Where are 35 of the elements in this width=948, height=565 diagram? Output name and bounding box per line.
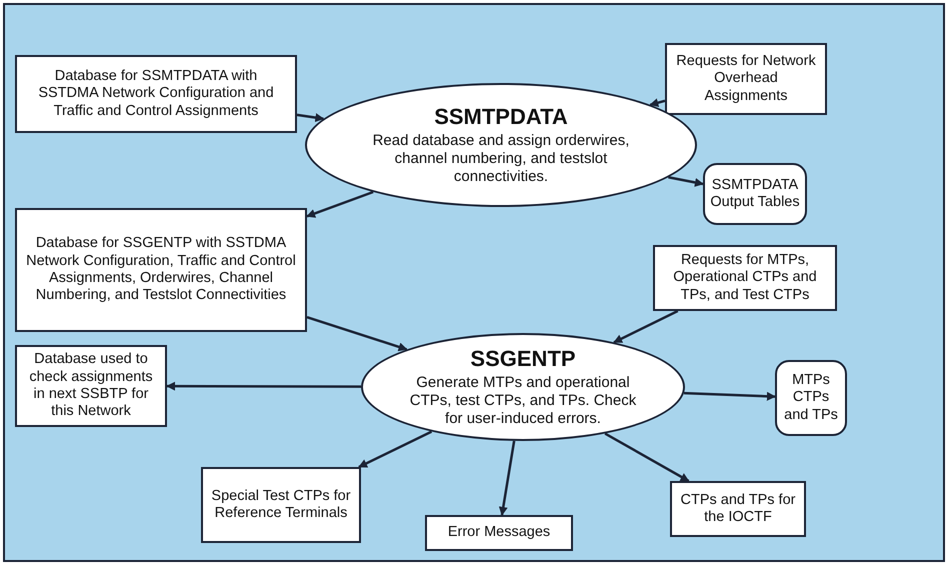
arrow: [649, 98, 666, 108]
data-box: [425, 515, 573, 551]
output-box: [775, 360, 847, 436]
box-text: Requests for MTPs, Operational CTPs and TPs, and Test CTPs: [672, 252, 818, 304]
arrow: [684, 392, 776, 401]
box-text: SSMTPDATA Output Tables: [709, 176, 801, 212]
data-box: [201, 467, 361, 543]
process-description: Read database and assign orderwires, channel numbering, and testslot connectivities.: [372, 132, 630, 186]
arrow: [306, 190, 374, 218]
arrow: [166, 382, 361, 391]
box-text: Error Messages: [448, 524, 550, 542]
box-text: Database for SSMTPDATA with SSTDMA Network Configuration and Traffic and Control Assignments: [37, 68, 275, 120]
data-box: [665, 43, 827, 115]
arrow: [296, 113, 324, 122]
box-text: Requests for Network Overhead Assignments: [675, 52, 817, 106]
data-box: [653, 245, 837, 311]
data-box: [670, 481, 806, 537]
process-title: SSMTPDATA: [434, 104, 568, 130]
box-text: Database used to check assignments in next SSBTP for this Network: [28, 351, 154, 421]
box-text: MTPs CTPs and TPs: [783, 372, 839, 424]
data-box: [15, 345, 167, 427]
process-title: SSGENTP: [470, 346, 576, 372]
arrow: [306, 316, 408, 352]
box-text: CTPs and TPs for the IOCTF: [680, 492, 796, 526]
arrow: [358, 430, 432, 468]
arrow: [604, 432, 690, 482]
arrow: [613, 310, 678, 344]
process-description: Generate MTPs and operational CTPs, test CTPs, and TPs. Check for user-induced errors.: [408, 374, 638, 428]
box-text: Database for SSGENTP with SSTDMA Network Configuration, Traffic and Control Assignments, Orderwires, Channel Numbering, and Testslot Connectivities: [25, 235, 297, 305]
arrow: [498, 440, 516, 516]
data-box: [15, 208, 307, 332]
data-box: [15, 55, 297, 133]
output-box: [703, 163, 807, 225]
box-text: Special Test CTPs for Reference Terminals: [211, 488, 351, 522]
arrow: [668, 176, 704, 187]
